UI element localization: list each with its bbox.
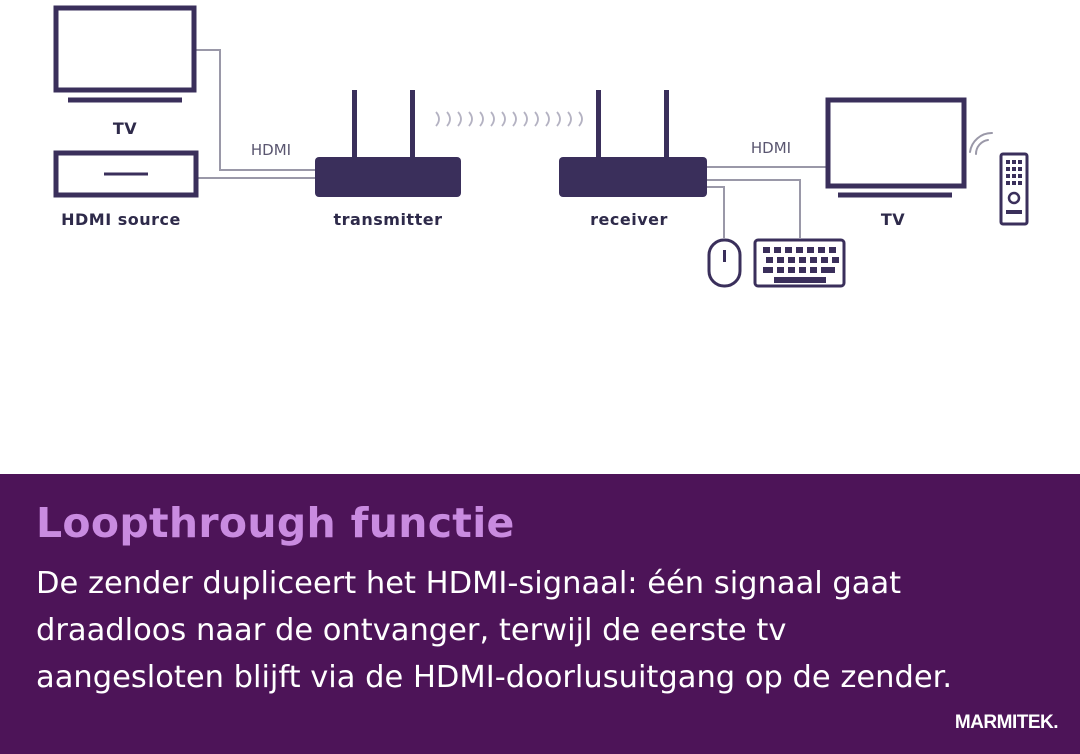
tv-right-icon	[825, 97, 967, 198]
info-banner: Loopthrough functie De zender dupliceert…	[0, 474, 1080, 754]
banner-line: draadloos naar de ontvanger, terwijl de …	[36, 613, 787, 648]
hdmi-source-label: HDMI source	[61, 210, 181, 229]
hdmi-source-icon	[53, 150, 199, 198]
transmitter-label: transmitter	[334, 210, 443, 229]
cable-tv-to-transmitter	[196, 49, 316, 171]
tv-left-icon	[53, 5, 197, 103]
tv-left-label: TV	[113, 119, 137, 138]
transmitter-icon	[315, 90, 461, 197]
tv-right-label: TV	[881, 210, 905, 229]
remote-control-icon	[969, 131, 1029, 226]
marmitek-logo: MARMITEK.	[954, 712, 1059, 733]
hdmi-right-label: HDMI	[751, 139, 791, 157]
hdmi-left-label: HDMI	[251, 141, 291, 159]
banner-line: aangesloten blijft via de HDMI-doorlusui…	[36, 660, 953, 695]
banner-line: De zender dupliceert het HDMI-signaal: é…	[36, 566, 902, 601]
cables	[196, 49, 826, 238]
banner-heading: Loopthrough functie	[36, 499, 515, 547]
mouse-icon	[707, 238, 742, 288]
receiver-icon	[559, 90, 707, 197]
wireless-signal-icon	[435, 111, 583, 127]
receiver-label: receiver	[590, 210, 668, 229]
cable-receiver-to-keyboard	[706, 179, 801, 238]
banner-body: De zender dupliceert het HDMI-signaal: é…	[36, 560, 1056, 701]
keyboard-icon	[753, 238, 846, 288]
connection-diagram: TV HDMI source HDMI HDMI transmitter rec…	[53, 5, 1029, 288]
cable-receiver-to-mouse	[706, 186, 725, 238]
